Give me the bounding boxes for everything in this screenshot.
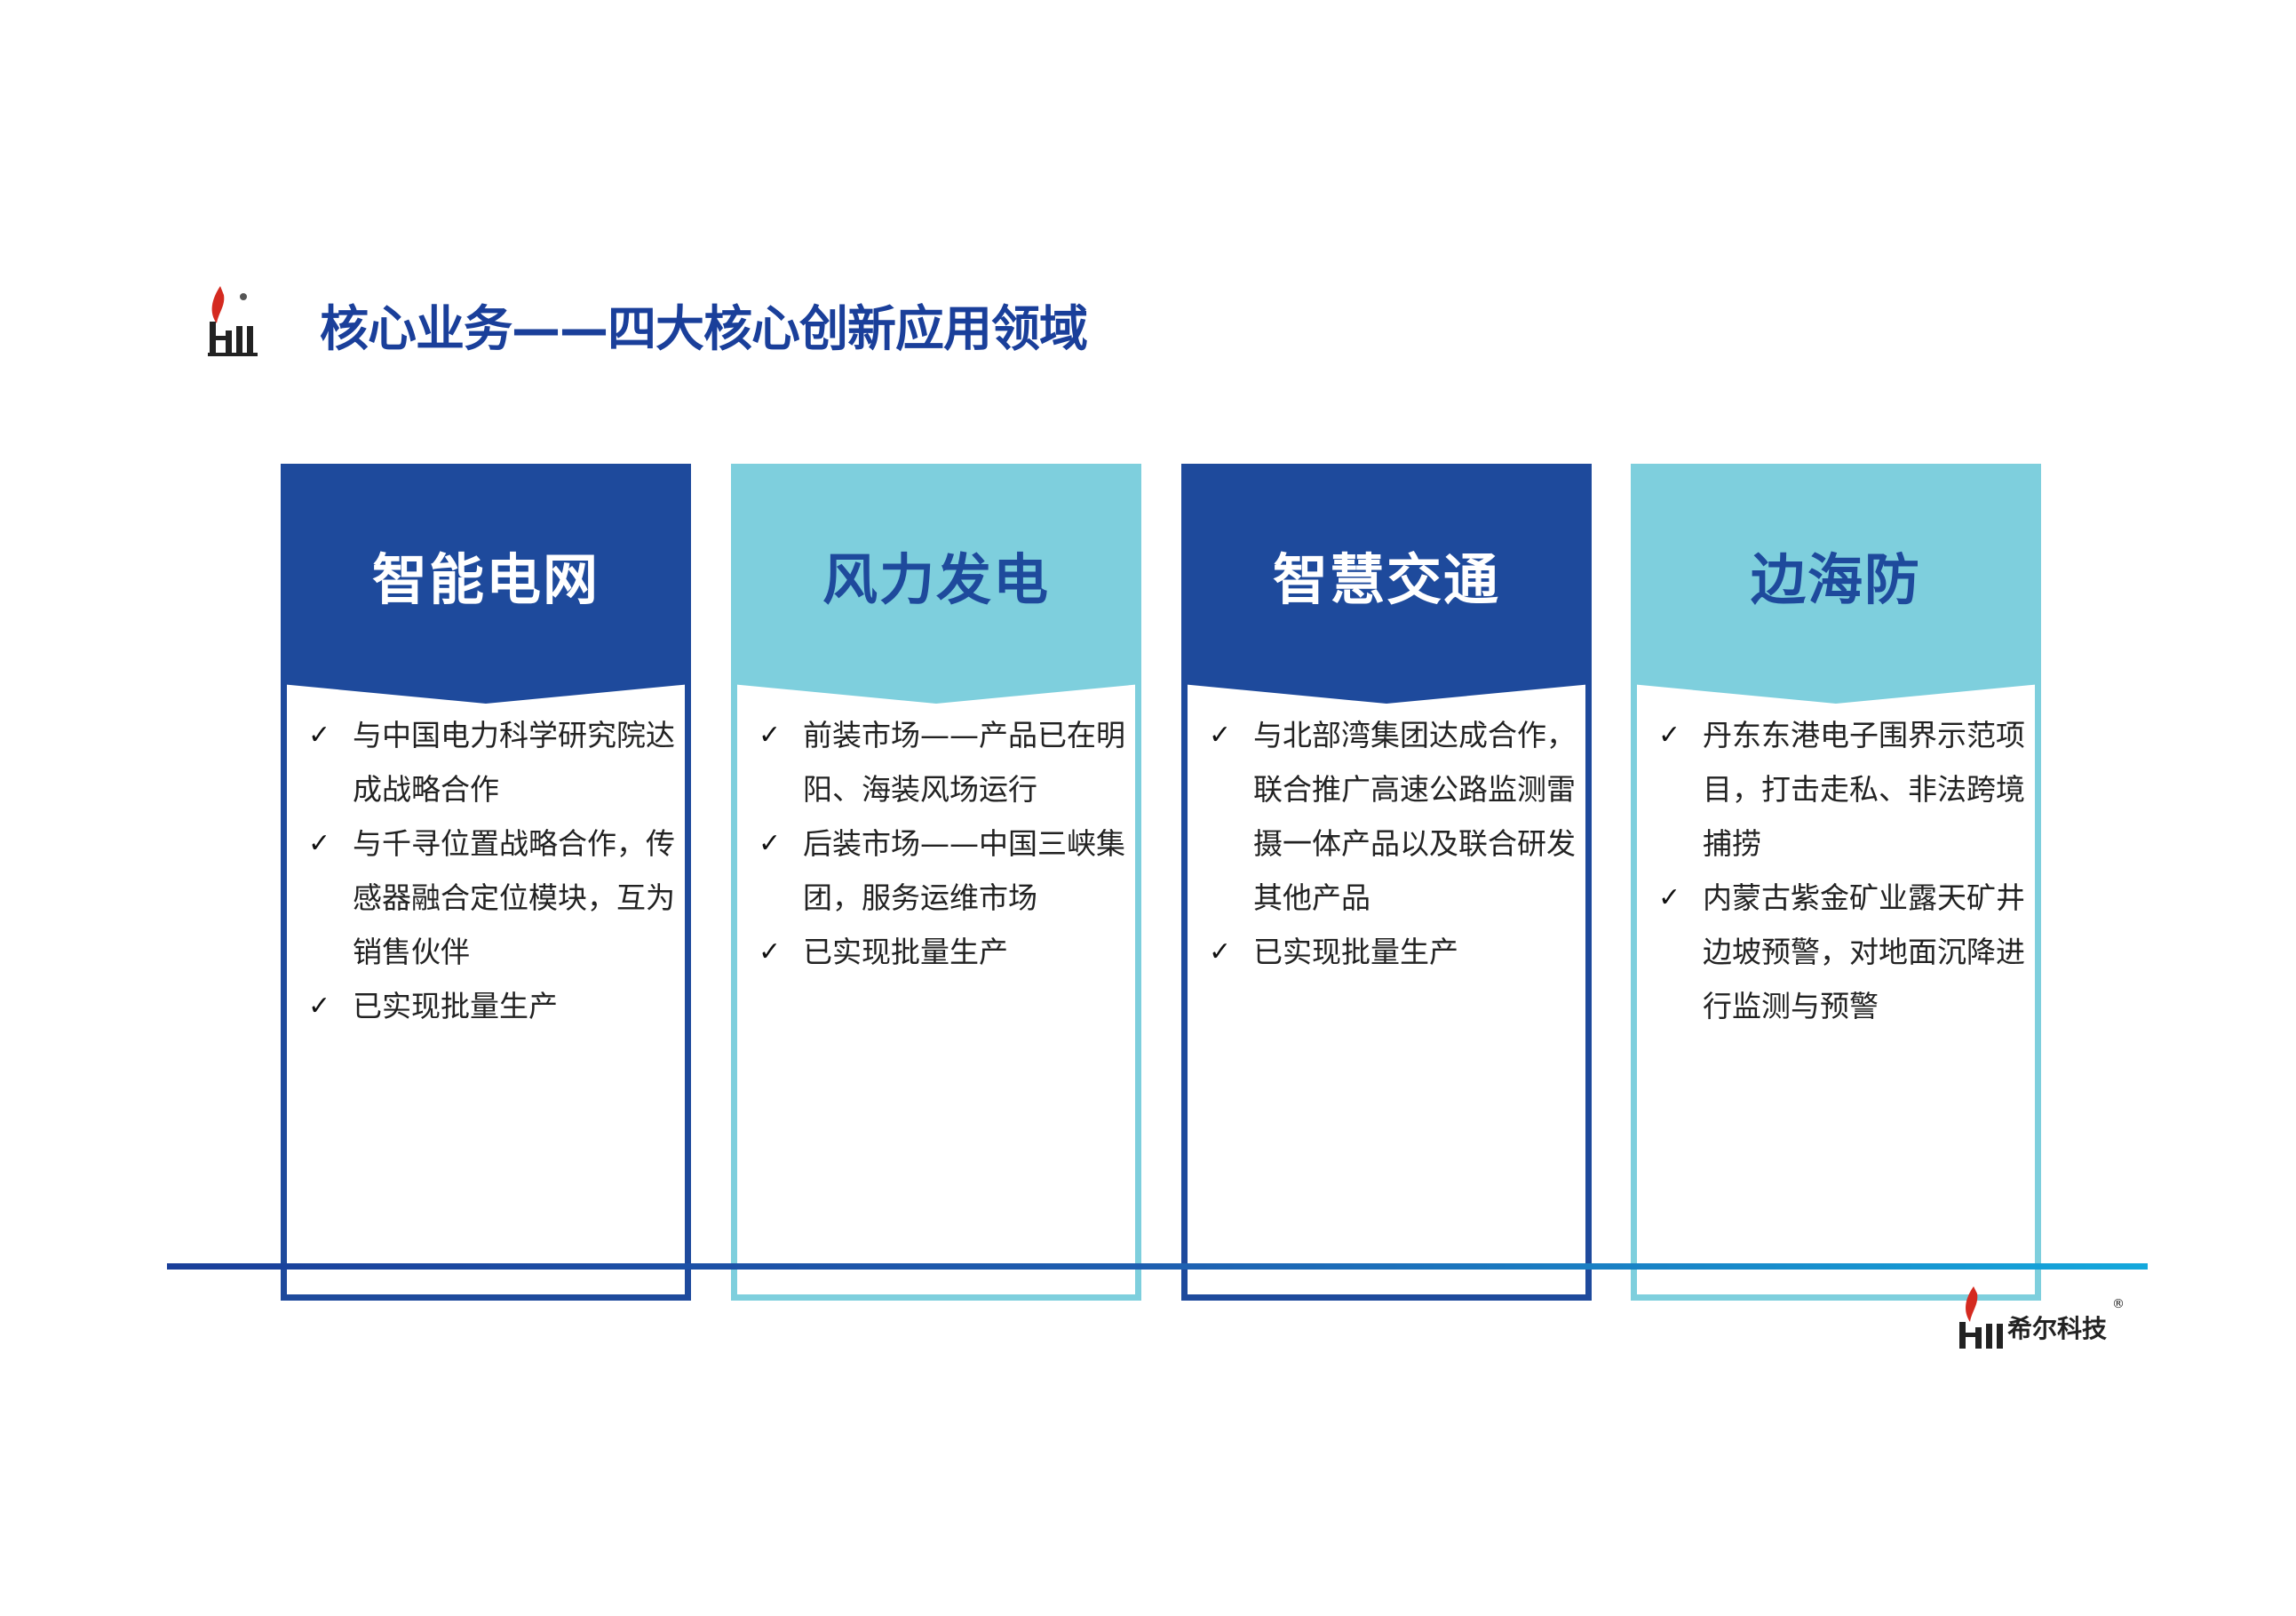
- card-title: 边海防: [1750, 547, 1921, 612]
- card-border-defense: 边海防 ✓丹东东港电子围界示范项目，打击走私、非法跨境捕捞 ✓内蒙古紫金矿业露天…: [1631, 464, 2041, 1301]
- footer-divider: [167, 1263, 2148, 1270]
- check-icon: ✓: [759, 828, 782, 859]
- list-item: ✓与千寻位置战略合作，传感器融合定位模块，互为销售伙伴: [299, 816, 676, 979]
- company-logo: [204, 286, 268, 357]
- card-title: 智能电网: [371, 547, 600, 612]
- page-title: 核心业务——四大核心创新应用领域: [320, 300, 1088, 357]
- list-item: ✓后装市场——中国三峡集团，服务运维市场: [750, 816, 1126, 925]
- check-icon: ✓: [1209, 936, 1232, 967]
- card-title: 智慧交通: [1272, 547, 1500, 612]
- check-icon: ✓: [1209, 720, 1232, 751]
- registered-mark: ®: [2112, 1297, 2125, 1311]
- list-item: ✓与北部湾集团达成合作，联合推广高速公路监测雷摄一体产品以及联合研发其他产品: [1200, 708, 1577, 925]
- check-icon: ✓: [1658, 882, 1681, 913]
- check-icon: ✓: [1658, 720, 1681, 751]
- check-icon: ✓: [759, 720, 782, 751]
- card-smart-grid: 智能电网 ✓与中国电力科学研究院达成战略合作 ✓与千寻位置战略合作，传感器融合定…: [281, 464, 691, 1301]
- list-item: ✓已实现批量生产: [299, 979, 676, 1033]
- list-item: ✓内蒙古紫金矿业露天矿井边坡预警，对地面沉降进行监测与预警: [1649, 871, 2026, 1033]
- list-item: ✓前装市场——产品已在明阳、海装风场运行: [750, 708, 1126, 816]
- list-item: ✓丹东东港电子围界示范项目，打击走私、非法跨境捕捞: [1649, 708, 2026, 871]
- list-item: ✓已实现批量生产: [750, 925, 1126, 979]
- footer-logo-text: 希尔科技: [2007, 1314, 2108, 1343]
- list-item: ✓已实现批量生产: [1200, 925, 1577, 979]
- check-icon: ✓: [308, 991, 331, 1022]
- check-icon: ✓: [308, 720, 331, 751]
- card-wind-power: 风力发电 ✓前装市场——产品已在明阳、海装风场运行 ✓后装市场——中国三峡集团，…: [731, 464, 1141, 1301]
- list-item: ✓与中国电力科学研究院达成战略合作: [299, 708, 676, 816]
- footer-logo: 希尔科技 ®: [1954, 1279, 2132, 1359]
- card-title: 风力发电: [822, 547, 1050, 612]
- card-smart-transport: 智慧交通 ✓与北部湾集团达成合作，联合推广高速公路监测雷摄一体产品以及联合研发其…: [1181, 464, 1592, 1301]
- check-icon: ✓: [759, 936, 782, 967]
- check-icon: ✓: [308, 828, 331, 859]
